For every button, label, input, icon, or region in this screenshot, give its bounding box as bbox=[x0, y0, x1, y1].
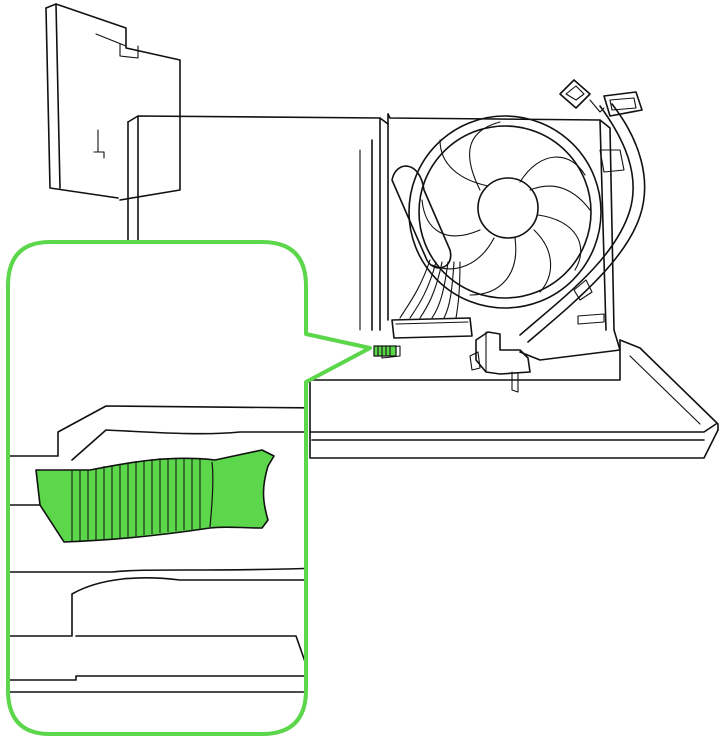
rear-panel bbox=[45, 3, 181, 201]
latch-location-marker bbox=[373, 345, 397, 357]
fan-bracket bbox=[381, 113, 621, 361]
power-connector-icon bbox=[391, 317, 531, 393]
cable-bundle bbox=[391, 79, 646, 343]
zoom-detail bbox=[10, 405, 304, 693]
fan-icon bbox=[408, 115, 602, 309]
release-latch-icon bbox=[35, 449, 275, 543]
